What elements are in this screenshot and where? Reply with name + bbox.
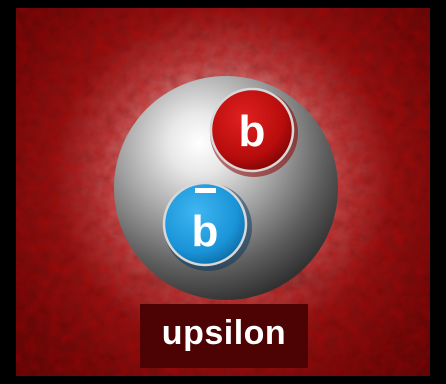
quark-b: b bbox=[209, 87, 298, 177]
antiparticle-bar bbox=[195, 188, 216, 193]
quark-b-label: b bbox=[239, 107, 266, 156]
particle-name-label: upsilon bbox=[161, 314, 287, 352]
label-background bbox=[140, 304, 308, 368]
quark-anti-b-label: b bbox=[192, 207, 219, 256]
upsilon-meson-illustration: b b bbox=[114, 76, 340, 300]
red-textured-panel: b b bbox=[16, 8, 430, 376]
quark-anti-b: b bbox=[162, 181, 252, 271]
